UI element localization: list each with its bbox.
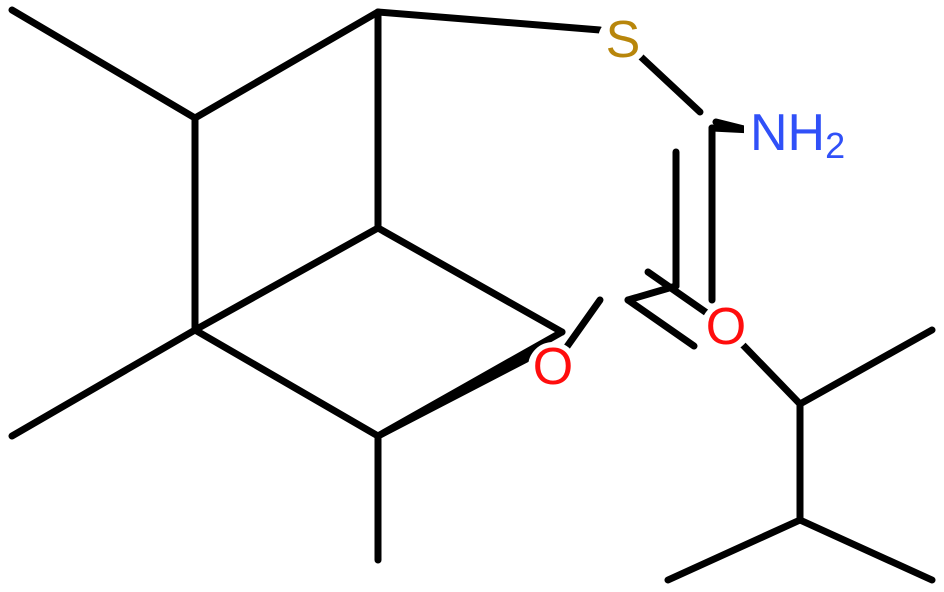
atom-label-carbonyl-oxygen: O [706, 298, 746, 356]
bond-s-c2 [636, 52, 704, 116]
bond-c7a-s [374, 8, 604, 34]
amine-subscript: 2 [825, 125, 845, 166]
atom-label-sulfur: S [606, 11, 641, 69]
label-halos [528, 15, 844, 392]
bond-c8-o2 [562, 296, 604, 352]
amine-nh-text: NH [750, 104, 825, 162]
bond-left-d [191, 224, 382, 334]
bond-c11-c12 [796, 516, 936, 584]
bond-c10-c11 [796, 326, 936, 408]
bond-c3-c8 [624, 282, 680, 304]
bond-group-ester [374, 268, 718, 440]
bond-c2-n [712, 118, 752, 134]
bond-o1-c9 [738, 340, 804, 408]
bond-c8-o1-inner [624, 296, 698, 350]
bond-o2-chain [374, 348, 544, 440]
bond-group-left-substituent [8, 6, 566, 564]
bond-left-e [374, 224, 566, 336]
bond-c12-c13 [664, 516, 804, 584]
bond-c17-ring [191, 8, 382, 122]
atom-label-ester-oxygen: O [533, 338, 573, 396]
bond-left-a [8, 326, 199, 440]
atom-label-amine: NH2 [750, 104, 845, 166]
bond-group-right-tail [664, 326, 936, 584]
bond-c8-o1-outer [644, 268, 718, 322]
bond-left-b [191, 326, 382, 440]
bond-group-amine [712, 118, 752, 134]
bond-c19-c18 [8, 6, 199, 122]
